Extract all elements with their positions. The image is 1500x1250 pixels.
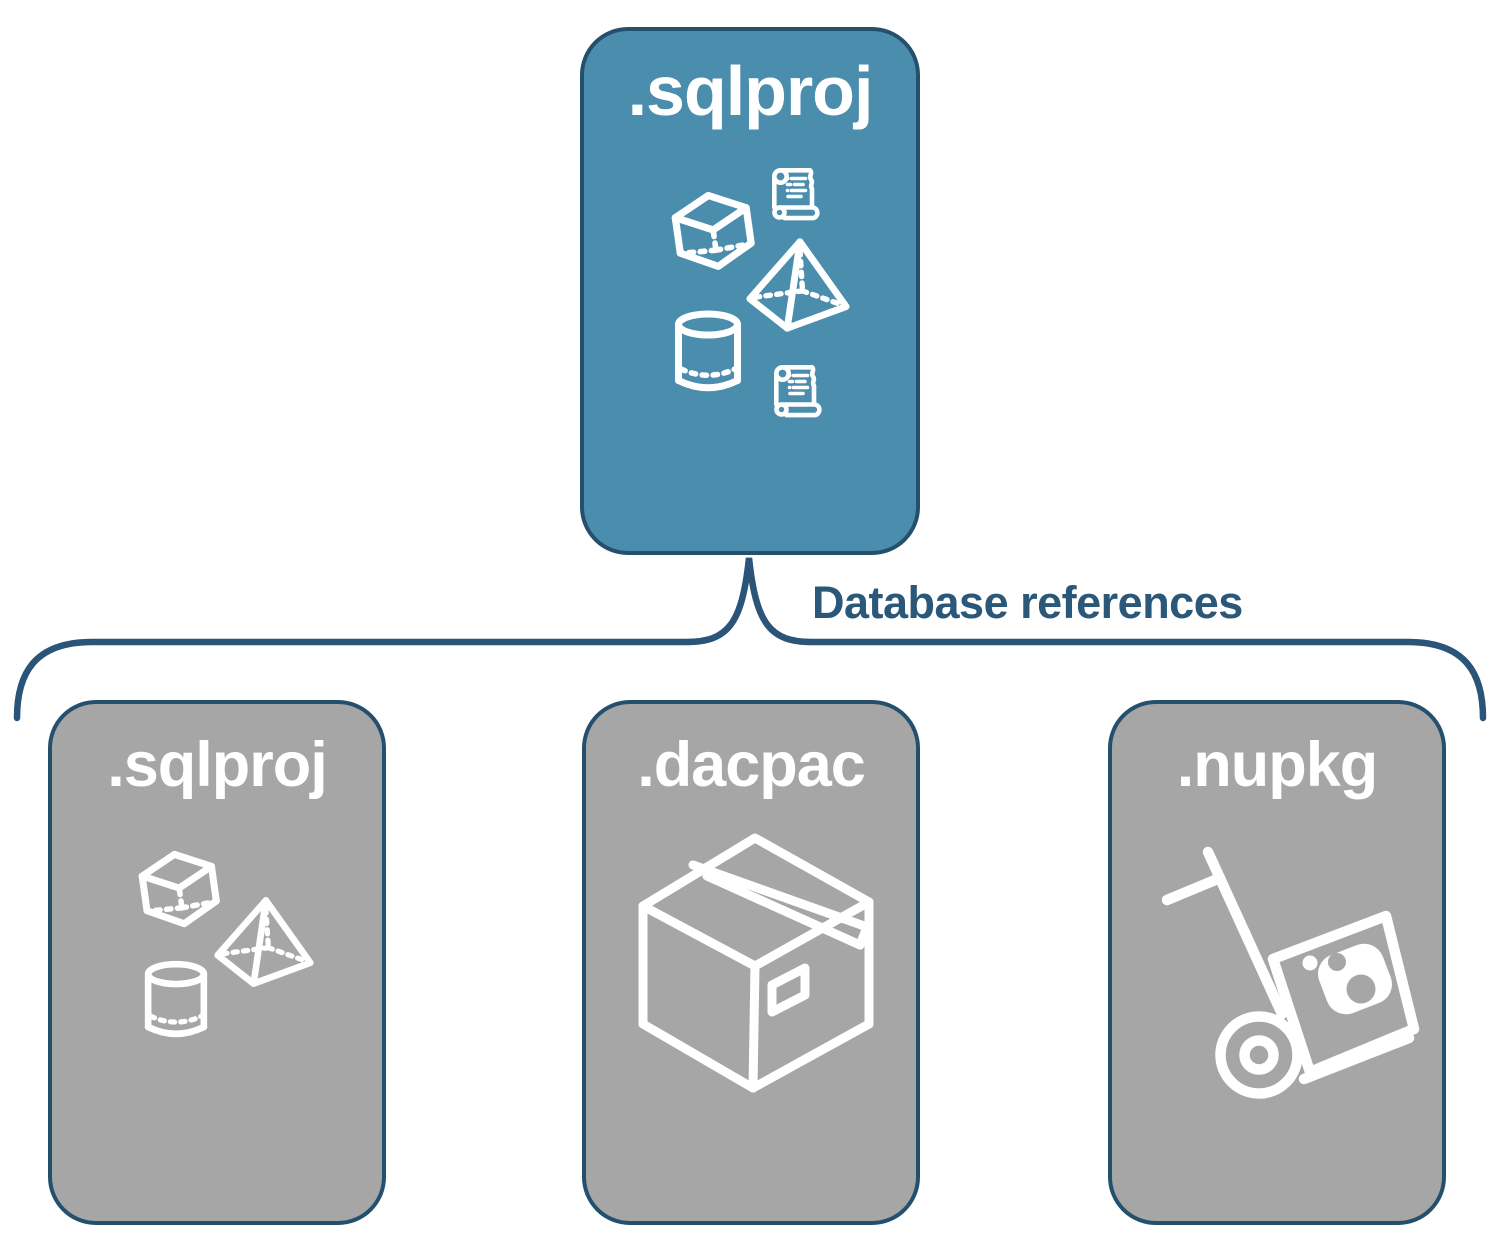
root-card-sqlproj: .sqlproj bbox=[580, 27, 920, 555]
cube-icon bbox=[671, 191, 755, 270]
nuget-handtruck-icon bbox=[1161, 846, 1420, 1099]
cube-icon bbox=[138, 850, 220, 928]
cylinder-icon bbox=[144, 960, 208, 1038]
child-card-dacpac: .dacpac bbox=[582, 700, 920, 1225]
pyramid-icon bbox=[214, 897, 314, 987]
package-box-icon bbox=[638, 833, 874, 1093]
child-card-title: .nupkg bbox=[1176, 730, 1378, 800]
child-card-sqlproj: .sqlproj bbox=[48, 700, 386, 1225]
scroll-icon bbox=[772, 168, 820, 221]
pyramid-icon bbox=[746, 238, 850, 332]
child-card-nupkg: .nupkg bbox=[1108, 700, 1446, 1225]
connector-label: Database references bbox=[812, 577, 1243, 628]
scroll-icon bbox=[774, 365, 822, 418]
child-card-title: .sqlproj bbox=[107, 730, 328, 800]
child-card-title: .dacpac bbox=[637, 730, 866, 800]
cylinder-icon bbox=[675, 310, 741, 392]
root-card-title: .sqlproj bbox=[627, 52, 874, 130]
